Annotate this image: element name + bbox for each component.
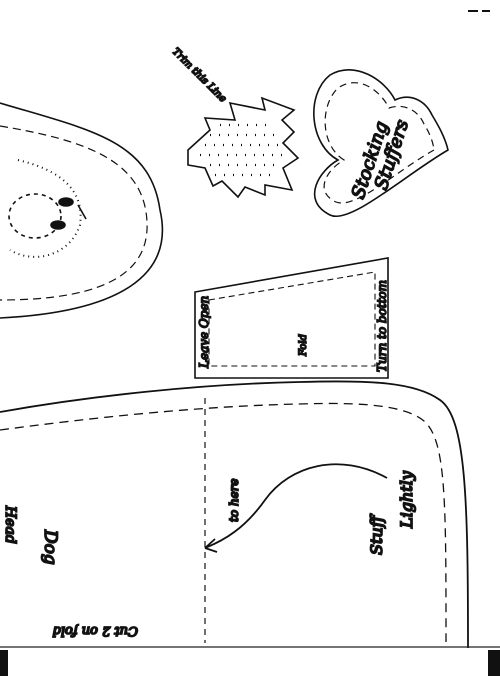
top-corner-mark-1 (468, 10, 478, 12)
dog-text: Dog (40, 529, 60, 565)
eye-icon-bottom (50, 220, 66, 230)
stuff-arrowhead (204, 538, 218, 553)
tree-outline (187, 96, 300, 199)
body-pattern-piece: Dog Head Cut 2 on fold to here Stuff Lig… (0, 380, 500, 649)
head-dot-region (9, 159, 82, 258)
tag-stitch-line (208, 271, 376, 367)
tag-outline (194, 257, 389, 379)
heart-stitch-line (323, 82, 435, 204)
cut-on-fold-text: Cut 2 on fold (52, 623, 138, 638)
body-stitch-line (0, 402, 447, 643)
head-outline (0, 102, 164, 319)
heart-outline (313, 69, 449, 218)
stuff-text-line1: Stuff (367, 513, 386, 555)
tag-mid-text: Fold (298, 334, 309, 357)
bottom-right-bar (488, 650, 500, 676)
tag-right-text: Turn to bottom (375, 280, 389, 372)
stuff-text-line2: Lightly (397, 470, 416, 529)
stuff-arrow (204, 463, 388, 549)
eye-icon-top (58, 197, 74, 207)
tag-left-text: Leave Open (197, 296, 211, 369)
head-pattern-piece (0, 102, 164, 319)
to-here-text: to here (227, 478, 241, 522)
body-outline (0, 380, 469, 649)
ear-mark (77, 204, 87, 220)
bottom-left-bar (0, 650, 8, 676)
nose-icon (8, 193, 62, 239)
top-corner-mark-2 (482, 10, 490, 12)
partial-left-text: Head (2, 505, 18, 544)
tag-pattern-piece: Leave Open Turn to bottom Fold (194, 257, 390, 379)
edge-marks (0, 10, 500, 676)
